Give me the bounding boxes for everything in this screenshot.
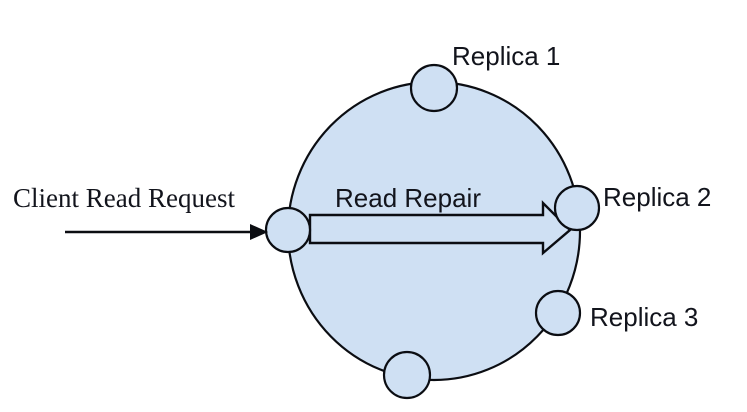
label-replica-2: Replica 2 — [603, 182, 711, 212]
label-read-repair: Read Repair — [335, 183, 481, 213]
node-replica-1[interactable] — [409, 63, 459, 113]
label-replica-3: Replica 3 — [590, 302, 698, 332]
node-coordinator[interactable] — [264, 206, 312, 254]
node-replica-3[interactable] — [534, 289, 582, 337]
label-replica-1: Replica 1 — [452, 41, 560, 71]
label-client-read-request: Client Read Request — [13, 183, 235, 213]
read-repair-block-arrow[interactable] — [308, 200, 572, 256]
node-replica-4[interactable] — [382, 350, 432, 400]
client-read-request-arrowhead — [250, 224, 268, 240]
node-replica-2[interactable] — [553, 184, 601, 232]
